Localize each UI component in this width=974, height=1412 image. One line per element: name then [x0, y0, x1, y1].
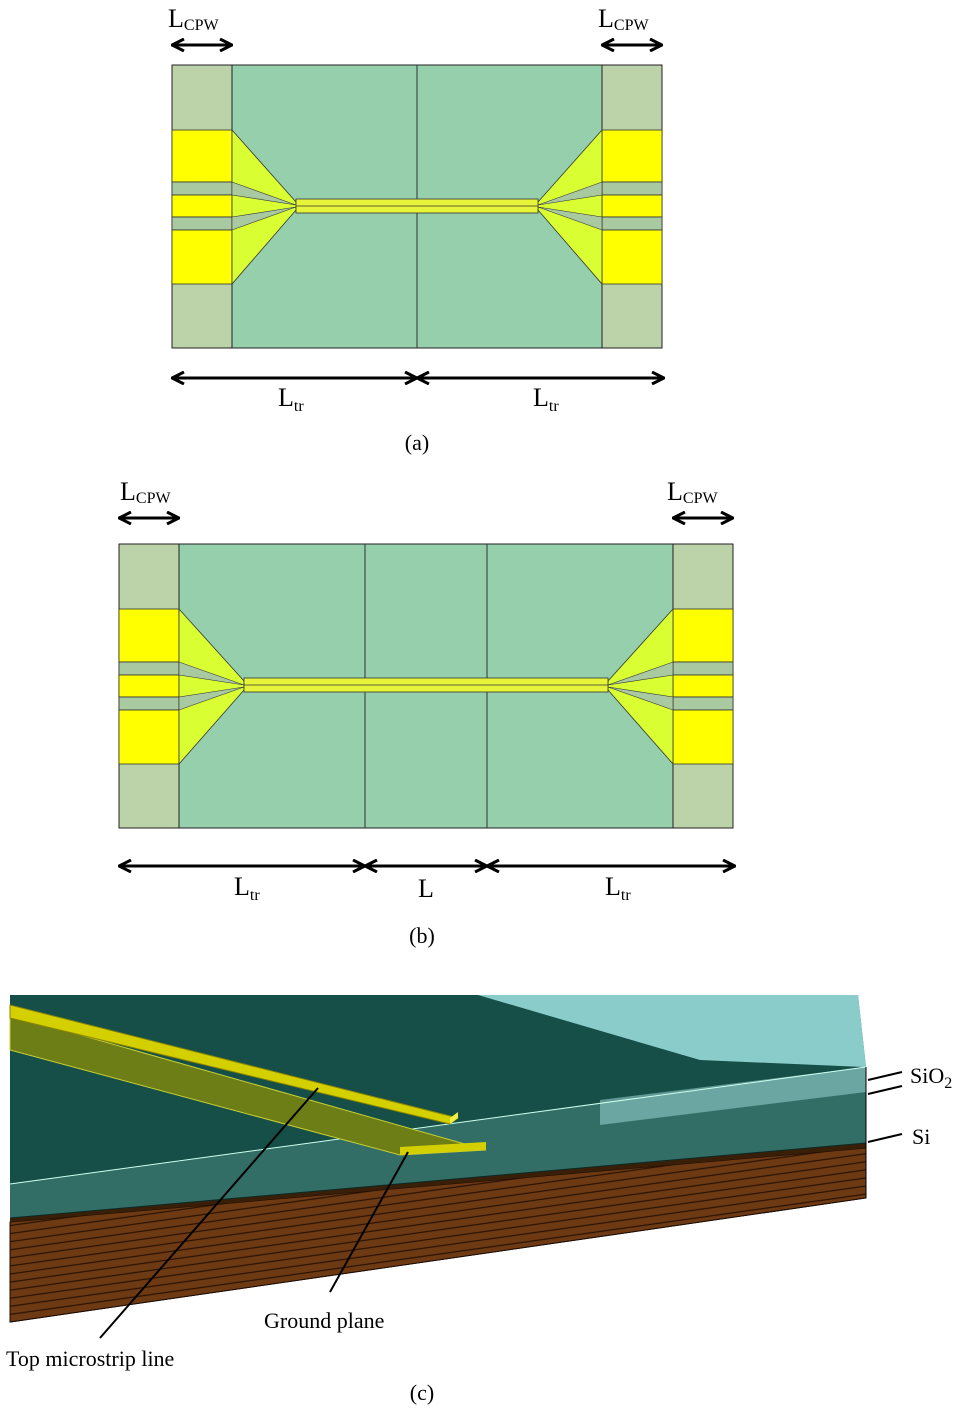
- si-label: Si: [912, 1124, 930, 1149]
- cpw-gap-top-right-a: [601, 181, 663, 196]
- ground-plane-end: [400, 1142, 486, 1155]
- si-top-edge: [10, 1143, 866, 1222]
- cpw-gap-bottom-left-a: [171, 216, 233, 231]
- cpw-signal-pad-right-a: [601, 194, 663, 218]
- ltr-left-label-b: Ltr: [234, 872, 260, 904]
- panel-c: SiO2 Si Ground plane Top microstrip line…: [6, 995, 952, 1405]
- taper-gap-bottom-left-b: [178, 686, 245, 711]
- si-leader: [867, 1133, 903, 1143]
- taper-gap-top-right-b: [607, 661, 674, 686]
- caption-b: (b): [409, 923, 435, 948]
- cpw-gap-top-left-b: [118, 661, 180, 676]
- sio2-side-light: [600, 1067, 866, 1125]
- top-surface-light: [478, 995, 866, 1067]
- cpw-ground-pad-bottom-left-b: [118, 709, 180, 765]
- sio2-leader-1: [867, 1071, 903, 1081]
- top-microstrip-label: Top microstrip line: [6, 1346, 174, 1371]
- ltr-right-label-b: Ltr: [605, 872, 631, 904]
- panel-b: LCPW LCPW Ltr L Ltr (b): [119, 477, 735, 948]
- cpw-signal-pad-right-b: [672, 674, 734, 698]
- cpw-ground-pad-bottom-right-a: [601, 229, 663, 285]
- lcpw-left-label-b: LCPW: [120, 477, 171, 507]
- cpw-ground-pad-top-right-a: [601, 129, 663, 183]
- sio2-edge-bottom: [9, 1142, 867, 1219]
- taper-gap-bottom-left-a: [231, 206, 297, 231]
- sio2-leader-2: [867, 1085, 903, 1095]
- caption-c: (c): [410, 1380, 434, 1405]
- cpw-gap-bottom-right-a: [601, 216, 663, 231]
- cpw-signal-pad-left-b: [118, 674, 180, 698]
- cpw-ground-pad-bottom-right-b: [672, 709, 734, 765]
- cpw-gap-bottom-right-b: [672, 696, 734, 711]
- ltr-left-label-a: Ltr: [278, 383, 304, 415]
- caption-a: (a): [405, 430, 429, 455]
- cpw-ground-pad-top-left-a: [171, 129, 233, 183]
- lcpw-right-label-a: LCPW: [598, 4, 649, 34]
- cpw-gap-top-right-b: [672, 661, 734, 676]
- cpw-ground-pad-bottom-left-a: [171, 229, 233, 285]
- taper-gap-top-left-b: [178, 661, 245, 686]
- ground-plane-leader: [329, 1151, 409, 1293]
- cpw-signal-pad-left-a: [171, 194, 233, 218]
- sio2-edge-top: [9, 1066, 867, 1185]
- lcpw-left-label-a: LCPW: [168, 4, 219, 34]
- cpw-gap-top-left-a: [171, 181, 233, 196]
- sio2-label: SiO2: [910, 1063, 952, 1092]
- taper-gap-bottom-right-a: [537, 206, 603, 231]
- top-microstrip-leader: [99, 1087, 319, 1339]
- taper-gap-top-left-a: [231, 181, 297, 206]
- cpw-ground-pad-top-left-b: [118, 608, 180, 663]
- panel-a: LCPW LCPW Ltr Ltr (a): [168, 4, 664, 455]
- ltr-right-label-a: Ltr: [533, 383, 559, 415]
- cpw-ground-pad-top-right-b: [672, 608, 734, 663]
- taper-gap-bottom-right-b: [607, 686, 674, 711]
- l-mid-label-b: L: [418, 874, 434, 903]
- top-microstrip-end: [450, 1112, 458, 1124]
- lcpw-right-label-b: LCPW: [667, 477, 718, 507]
- ground-plane-label: Ground plane: [264, 1308, 384, 1333]
- cpw-gap-bottom-left-b: [118, 696, 180, 711]
- taper-gap-top-right-a: [537, 181, 603, 206]
